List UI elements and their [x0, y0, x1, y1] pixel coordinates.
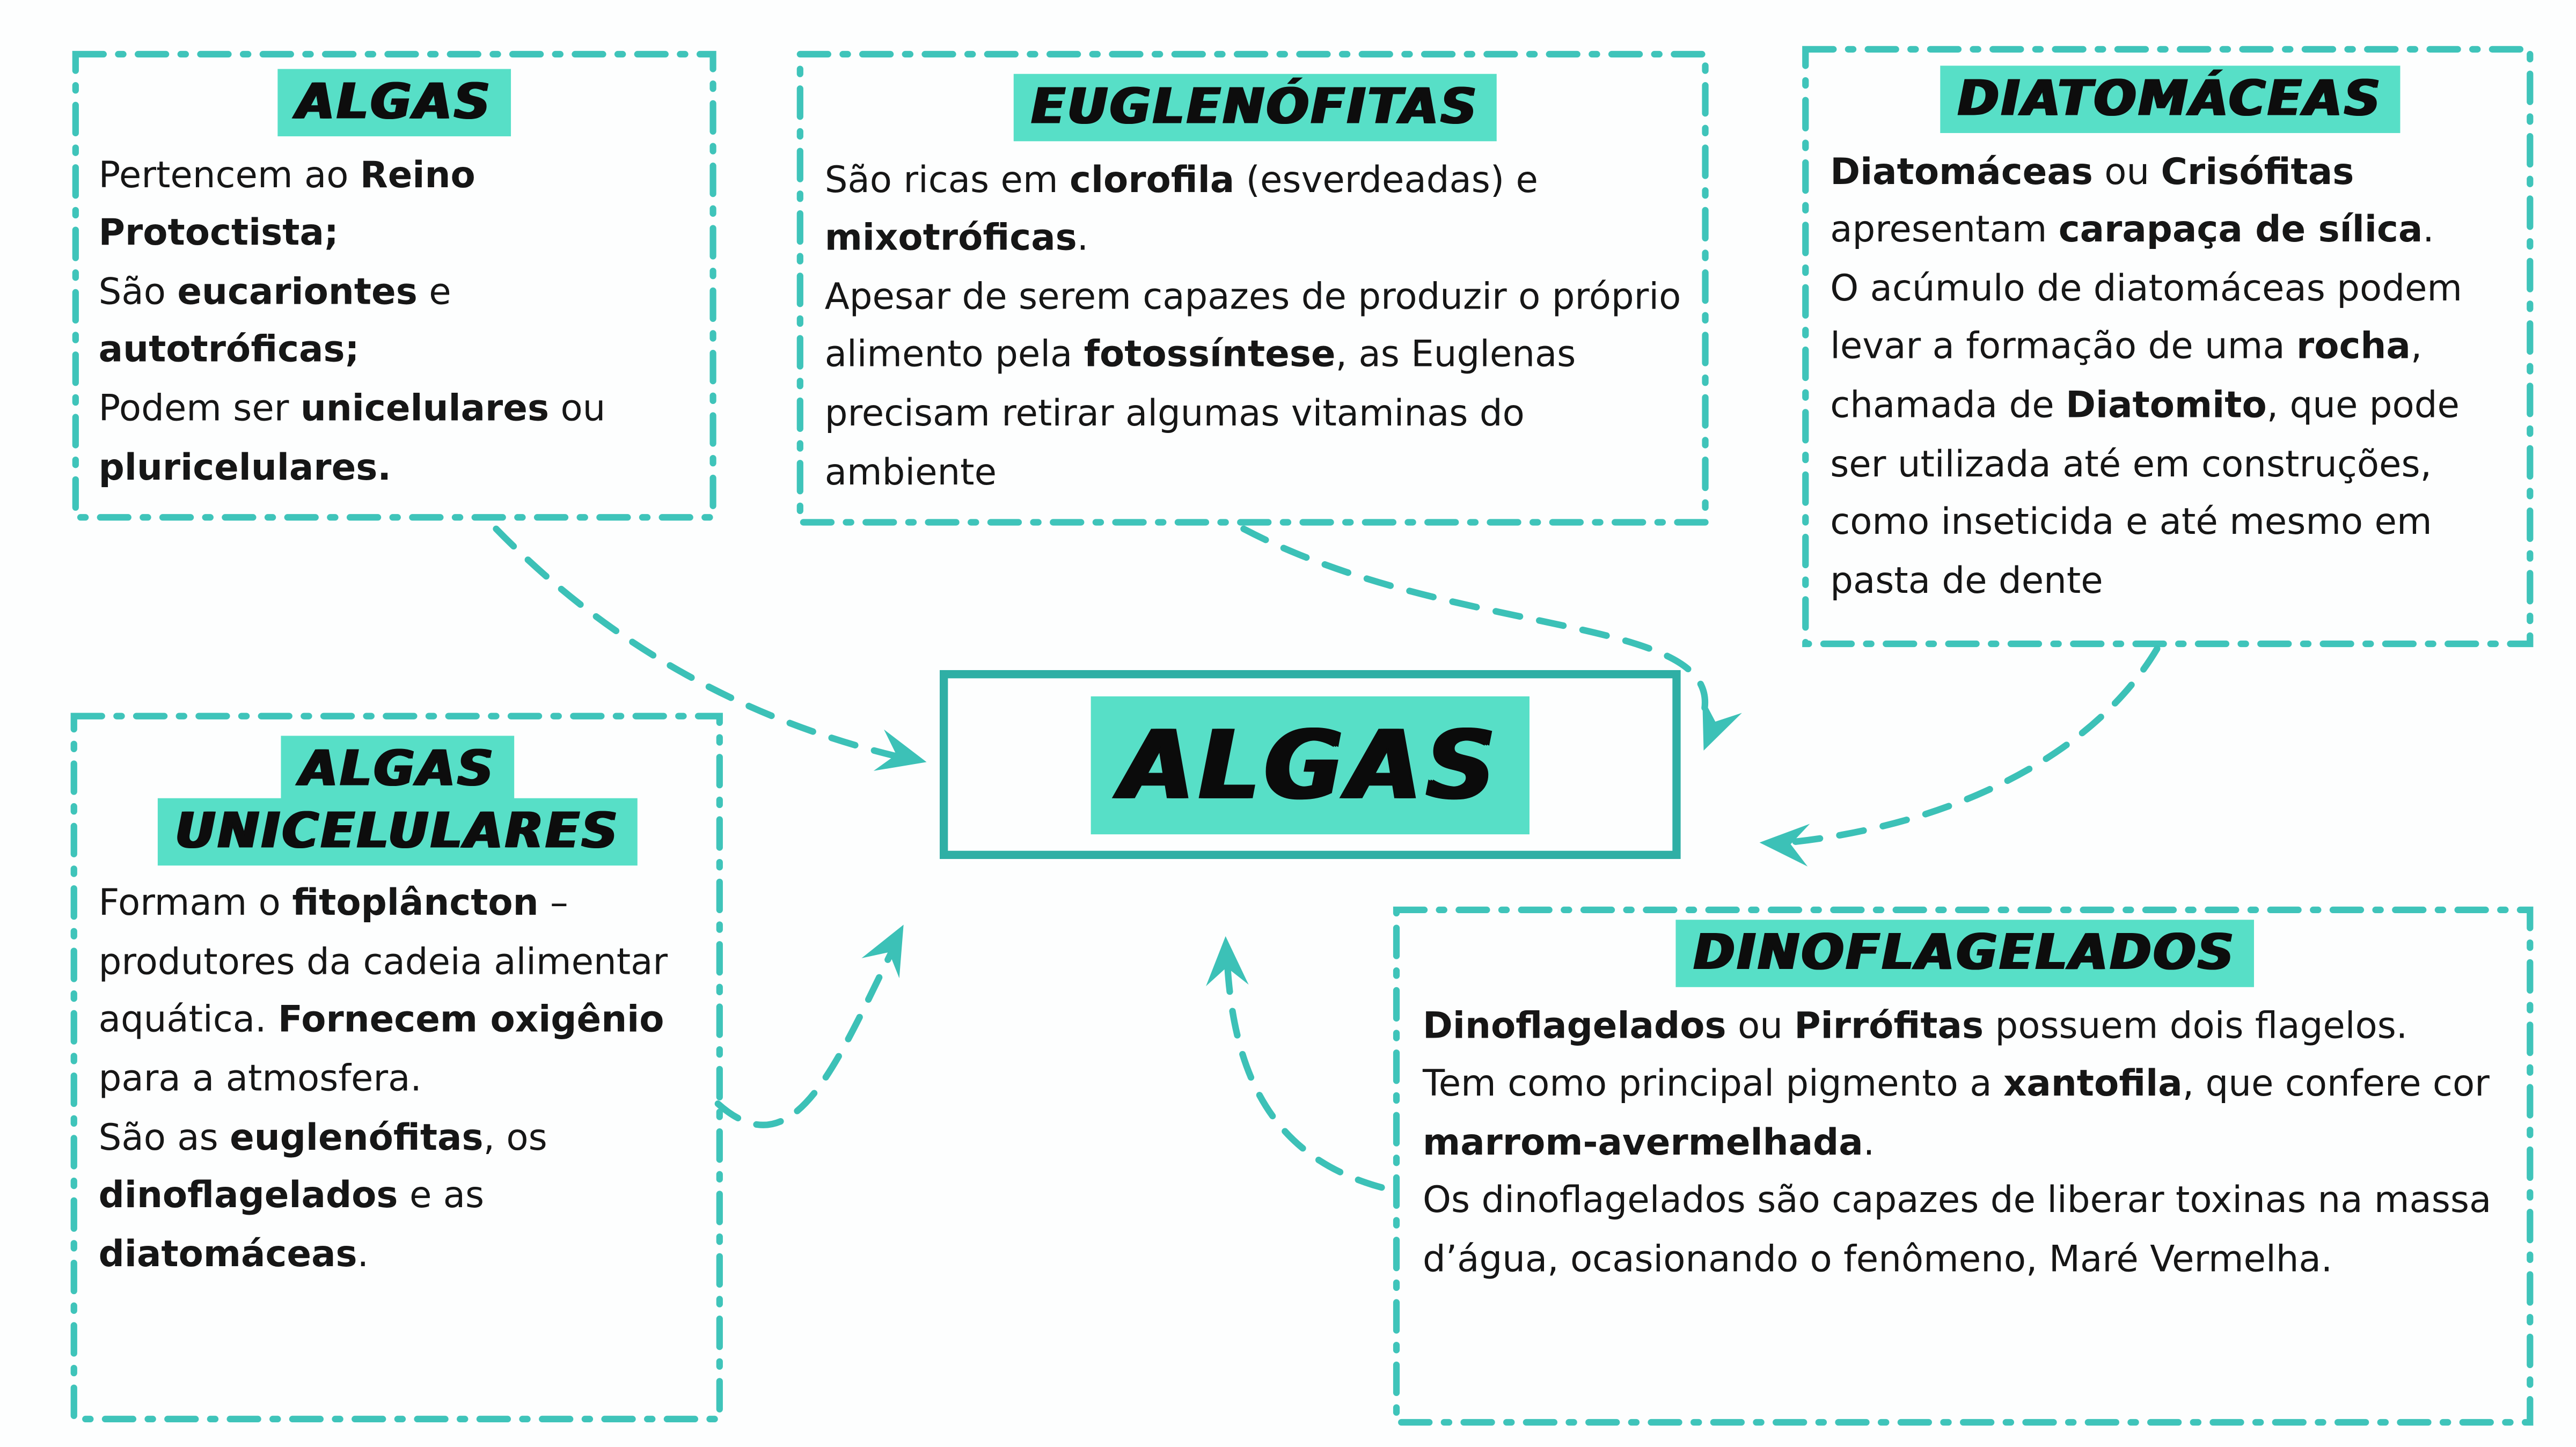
box-diatomaceas-paragraph-1: Diatomáceas ou Crisófitas apresentam car…: [1830, 152, 2434, 252]
arrowhead-dinoflagelados-to-center: [1206, 936, 1249, 987]
box-algas-unicelulares-paragraph-1: Formam o fitoplâncton – produtores da ca…: [98, 883, 668, 1100]
box-dinoflagelados: DINOFLAGELADOS Dinoflagelados ou Pirrófi…: [1423, 920, 2507, 1290]
box-diatomaceas-paragraph-2: O acúmulo de diatomáceas podem levar a f…: [1830, 269, 2463, 603]
box-algas-unicelulares-title-text: ALGAS UNICELULARES: [157, 736, 638, 865]
center-node: ALGAS: [940, 670, 1681, 860]
box-border-algas-unicelulares: [70, 713, 723, 1423]
box-algas: ALGAS Pertencem ao Reino Protoctista; Sã…: [98, 69, 690, 498]
box-dinoflagelados-paragraph-1: Dinoflagelados ou Pirrófitas possuem doi…: [1423, 1005, 2408, 1047]
arrowhead-algas-unicelulares-to-center: [861, 924, 904, 979]
arrowhead-euglenofitas-to-center: [1702, 696, 1742, 751]
connector-algas-to-center: [493, 525, 904, 761]
box-algas-paragraph-2: São eucariontes e autotróficas;: [98, 272, 451, 372]
connector-algas-unicelulares-to-center: [714, 944, 897, 1128]
center-node-label: ALGAS: [1091, 695, 1530, 834]
box-euglenofitas-title: EUGLENÓFITAS: [825, 74, 1686, 142]
box-dinoflagelados-title-text: DINOFLAGELADOS: [1675, 920, 2254, 987]
box-algas-paragraph-3: Podem ser unicelulares ou pluricelulares…: [98, 389, 606, 489]
box-diatomaceas-title-text: DIATOMÁCEAS: [1940, 65, 2401, 133]
connector-euglenofitas-to-center: [1240, 525, 1708, 728]
box-algas-paragraph-1: Pertencem ao Reino Protoctista;: [98, 155, 475, 255]
box-dinoflagelados-title: DINOFLAGELADOS: [1423, 920, 2507, 987]
box-euglenofitas-title-text: EUGLENÓFITAS: [1013, 74, 1497, 142]
box-border-diatomaceas: [1802, 46, 2534, 648]
box-diatomaceas: DIATOMÁCEAS Diatomáceas ou Crisófitas ap…: [1830, 65, 2510, 612]
connector-diatomaceas-to-center: [1784, 645, 2161, 846]
box-diatomaceas-title: DIATOMÁCEAS: [1830, 65, 2510, 133]
box-algas-title: ALGAS: [99, 69, 690, 137]
arrowhead-diatomaceas-to-center: [1759, 824, 1810, 866]
box-euglenofitas: EUGLENÓFITAS São ricas em clorofila (esv…: [824, 74, 1686, 503]
box-euglenofitas-paragraph-1: São ricas em clorofila (esverdeadas) e m…: [824, 160, 1538, 260]
box-algas-unicelulares-title: ALGAS UNICELULARES: [151, 736, 644, 865]
connector-dinoflagelados-to-center: [1224, 957, 1385, 1191]
arrowhead-algas-to-center: [873, 729, 927, 771]
box-border-euglenofitas: [796, 50, 1709, 526]
box-border-algas: [72, 50, 716, 521]
box-dinoflagelados-paragraph-3: Os dinoflagelados são capazes de liberar…: [1423, 1181, 2492, 1281]
box-dinoflagelados-paragraph-2: Tem como principal pigmento a xantofila,…: [1423, 1064, 2490, 1164]
box-euglenofitas-paragraph-2: Apesar de serem capazes de produzir o pr…: [824, 277, 1681, 494]
box-algas-unicelulares-paragraph-2: São as euglenófitas, os dinoflagelados e…: [98, 1118, 547, 1276]
box-border-dinoflagelados: [1393, 906, 2534, 1426]
box-algas-unicelulares: ALGAS UNICELULARES Formam o fitoplâncton…: [98, 736, 697, 1285]
box-algas-title-text: ALGAS: [278, 69, 510, 137]
